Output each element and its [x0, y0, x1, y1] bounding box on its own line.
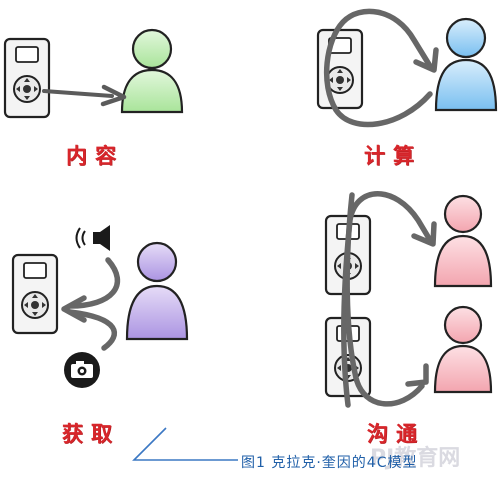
panel-content — [3, 28, 184, 119]
watermark-text: PJ教育网 — [370, 446, 461, 471]
speaker-icon — [75, 225, 110, 251]
person-green-icon — [120, 28, 184, 114]
content-arrow — [42, 84, 127, 107]
person-pink-bottom-icon — [433, 305, 493, 394]
mobile-device-icon — [3, 37, 51, 119]
acquire-arrows — [61, 257, 121, 351]
label-compute: 计算 — [364, 143, 422, 168]
person-pink-top-icon — [433, 194, 493, 288]
label-communicate: 沟通 — [367, 421, 425, 446]
figure-caption: 图1 克拉克·奎因的4C模型 — [241, 455, 418, 471]
camera-icon — [64, 352, 100, 388]
panel-communicate — [324, 191, 493, 408]
person-blue-icon — [434, 17, 498, 112]
panel-compute — [316, 8, 498, 128]
compute-loop-arrow — [323, 8, 439, 128]
communicate-arrows — [341, 191, 437, 408]
panel-acquire — [11, 225, 189, 388]
mobile-device-icon — [11, 253, 59, 335]
label-content: 内容 — [66, 143, 124, 168]
label-acquire: 获取 — [62, 421, 120, 446]
person-purple-icon — [125, 241, 189, 341]
caption-corner-line — [132, 427, 238, 461]
